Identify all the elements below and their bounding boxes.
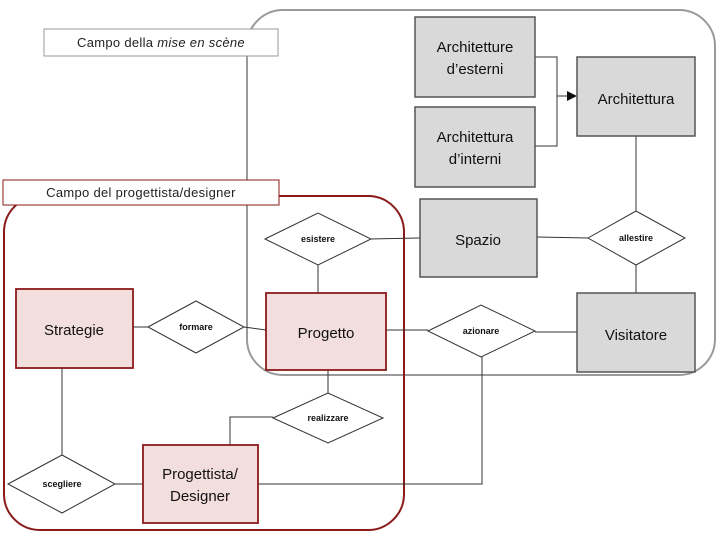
architetture-esterni-line2: d’esterni [447,61,504,78]
architetture-esterni-line1: Architetture [437,39,514,56]
connector-progettista-azionare [258,355,483,485]
entity-progetto: Progetto [265,292,387,371]
architettura-interni-line2: d’interni [449,151,502,168]
architettura-interni-line1: Architettura [437,129,514,146]
scegliere-label: scegliere [42,479,81,489]
entity-strategie: Strategie [15,288,134,369]
progettista-label-box [2,179,280,206]
esistere-label: esistere [301,234,335,244]
visitatore-label: Visitatore [605,327,667,344]
realizzare-label: realizzare [307,413,348,423]
connector-formare-progetto [243,326,267,331]
connector-realizzare-progettista [229,416,273,445]
entity-architettura: Architettura [576,56,696,137]
progettista-designer-line2: Designer [170,488,230,505]
relation-allestire: allestire [586,210,687,266]
allestire-label: allestire [619,233,653,243]
progetto-label: Progetto [298,325,355,342]
formare-label: formare [179,322,213,332]
entity-architetture-esterni: Architetture d’esterni [414,16,536,98]
entity-spazio: Spazio [419,198,538,278]
relation-scegliere: scegliere [6,454,117,514]
connector-esistere-spazio [370,237,421,240]
connector-interni [535,96,558,147]
relation-esistere: esistere [263,212,373,266]
mise-en-scene-label-box [43,28,279,57]
connector-spazio-allestire [536,236,589,239]
relation-formare: formare [146,300,246,354]
relation-realizzare: realizzare [271,392,385,444]
azionare-label: azionare [463,326,500,336]
connectors [61,56,637,485]
relation-azionare: azionare [426,304,537,358]
connector-esterni [535,56,558,96]
strategie-label: Strategie [44,322,104,339]
entity-visitatore: Visitatore [576,292,696,373]
mise-en-scene-label: Campo della mise en scène [77,35,245,50]
architettura-label: Architettura [598,91,675,108]
entity-architettura-interni: Architettura d’interni [414,106,536,188]
entity-progettista-designer: Progettista/ Designer [142,444,259,524]
progettista-label: Campo del progettista/designer [46,185,236,200]
spazio-label: Spazio [455,232,501,249]
progettista-designer-line1: Progettista/ [162,466,239,483]
